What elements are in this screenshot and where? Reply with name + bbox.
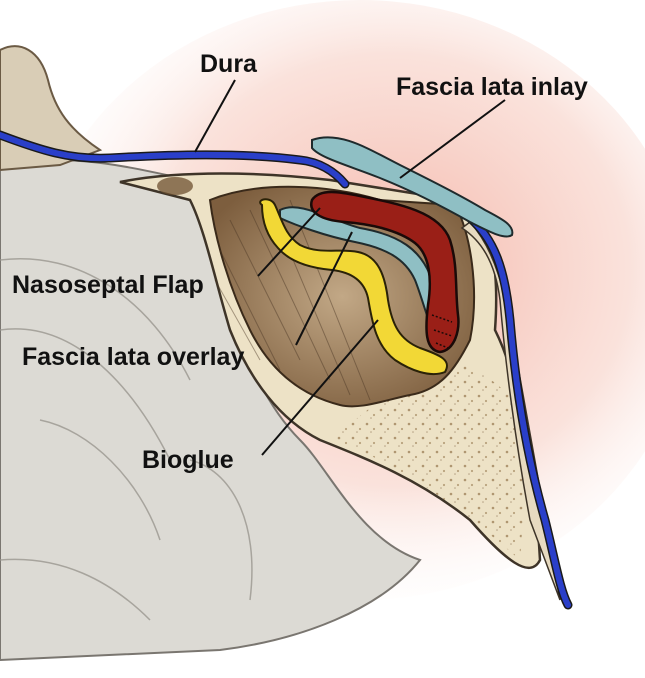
soft-tissue-folds bbox=[0, 258, 253, 621]
upper-bone-fragment bbox=[0, 45, 103, 172]
clival-bone-texture bbox=[330, 360, 530, 560]
dura-layer-fill bbox=[0, 132, 571, 608]
label-nasoseptal-flap: Nasoseptal Flap bbox=[12, 271, 204, 299]
bioglue-leader bbox=[261, 319, 379, 456]
bone-dark-spot bbox=[157, 177, 193, 195]
nasoseptal-flap bbox=[310, 190, 460, 354]
fascia-lata-inlay bbox=[311, 136, 514, 238]
soft-tissue-region bbox=[0, 159, 422, 662]
dura-leader bbox=[194, 79, 236, 153]
fascia-inlay-leader bbox=[399, 99, 506, 179]
flap-stitching bbox=[431, 314, 453, 349]
nasoseptal-leader bbox=[257, 207, 321, 277]
cavity-hatching bbox=[214, 199, 371, 401]
label-fascia-lata-overlay: Fascia lata overlay bbox=[22, 343, 244, 371]
bioglue-layer bbox=[259, 198, 448, 376]
fascia-overlay-leader bbox=[295, 231, 353, 346]
label-fascia-lata-inlay: Fascia lata inlay bbox=[396, 73, 588, 101]
leader-lines bbox=[194, 79, 506, 456]
label-bioglue: Bioglue bbox=[142, 446, 234, 474]
label-dura: Dura bbox=[200, 50, 258, 78]
